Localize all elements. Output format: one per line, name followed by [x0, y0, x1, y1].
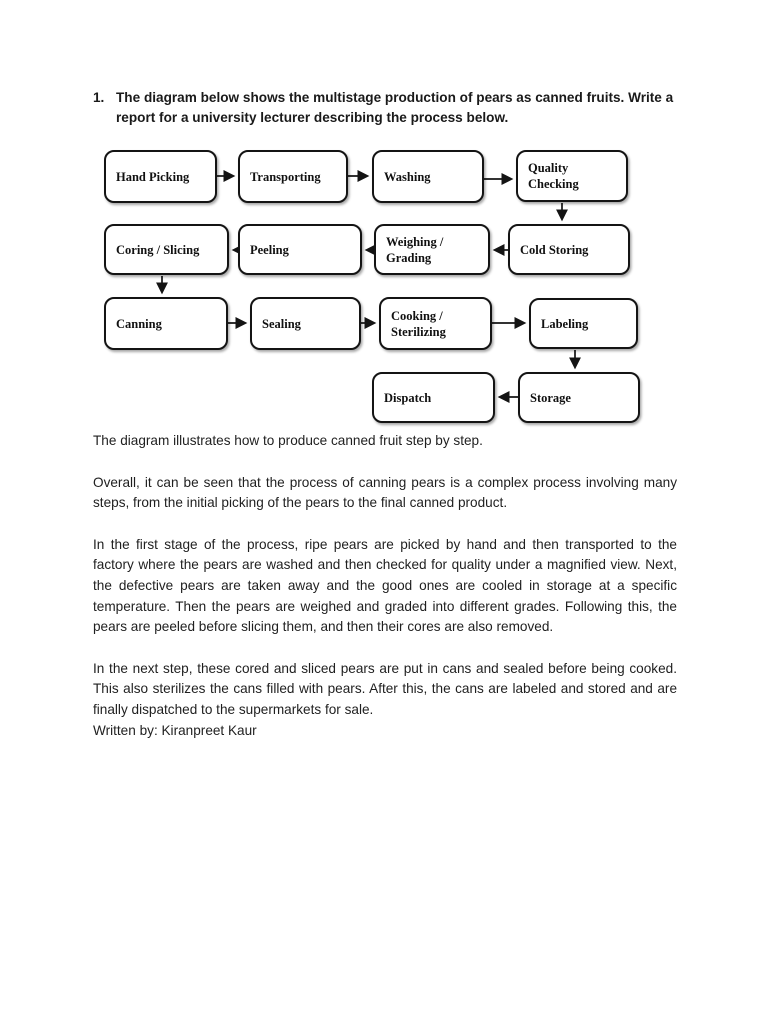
flow-node-cooking-sterilizing: Cooking / Sterilizing	[379, 297, 492, 350]
essay-body: The diagram illustrates how to produce c…	[93, 431, 677, 741]
flow-node-storage: Storage	[518, 372, 640, 423]
flow-node-canning: Canning	[104, 297, 228, 350]
question-number: 1.	[93, 90, 105, 105]
paragraph-first-stage: In the first stage of the process, ripe …	[93, 536, 677, 635]
flow-node-sealing: Sealing	[250, 297, 361, 350]
paragraph-next-step: In the next step, these cored and sliced…	[93, 660, 677, 717]
question-heading: 1. The diagram below shows the multistag…	[93, 88, 681, 128]
flow-node-washing: Washing	[372, 150, 484, 203]
paragraph-intro: The diagram illustrates how to produce c…	[93, 433, 483, 448]
question-text: The diagram below shows the multistage p…	[116, 90, 674, 125]
paragraph-overview: Overall, it can be seen that the process…	[93, 474, 677, 511]
byline: Written by: Kiranpreet Kaur	[93, 722, 257, 738]
flow-node-hand-picking: Hand Picking	[104, 150, 217, 203]
flow-node-labeling: Labeling	[529, 298, 638, 349]
flow-node-peeling: Peeling	[238, 224, 362, 275]
flow-node-quality-checking: Quality Checking	[516, 150, 628, 202]
flow-node-dispatch: Dispatch	[372, 372, 495, 423]
flow-node-cold-storing: Cold Storing	[508, 224, 630, 275]
flow-node-coring-slicing: Coring / Slicing	[104, 224, 229, 275]
flow-node-transporting: Transporting	[238, 150, 348, 203]
flow-node-weighing-grading: Weighing / Grading	[374, 224, 490, 275]
